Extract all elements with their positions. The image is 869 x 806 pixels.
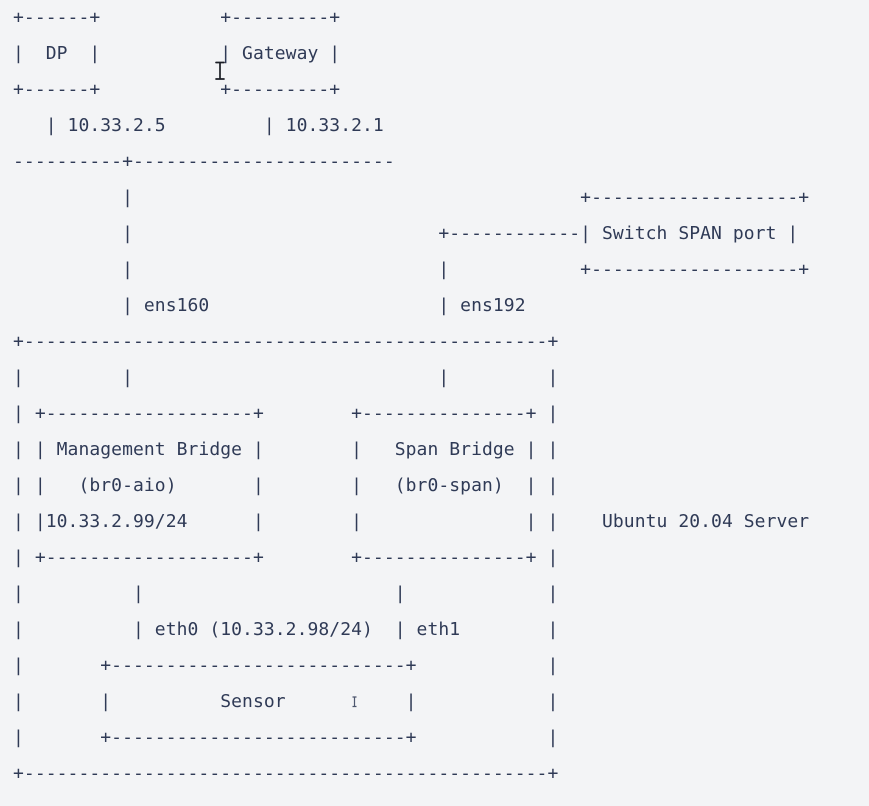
ascii-network-diagram: +------+ +---------+ | DP | | Gateway | …: [13, 7, 810, 784]
